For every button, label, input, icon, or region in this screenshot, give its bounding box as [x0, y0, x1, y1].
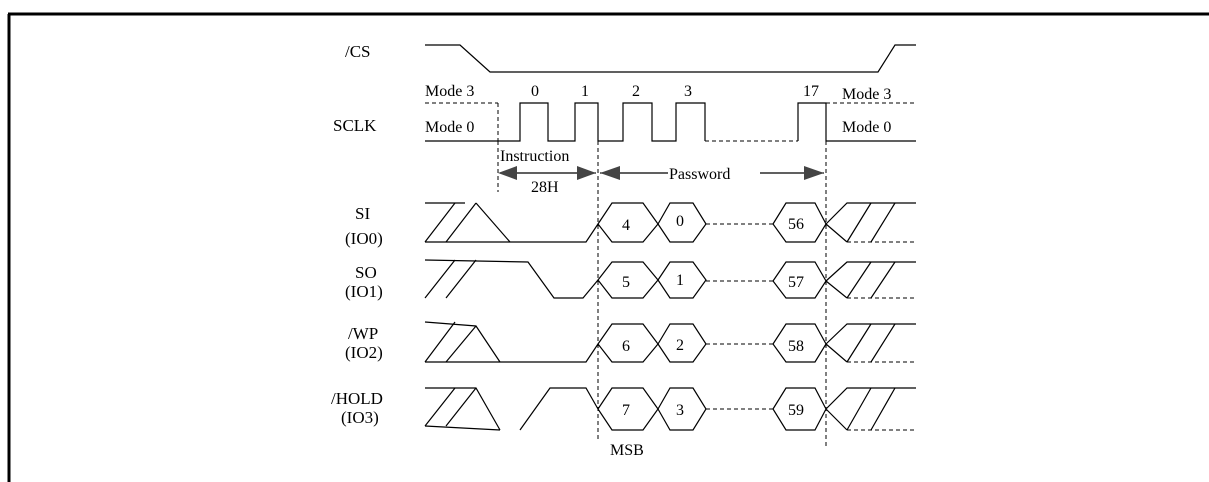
cs-label: /CS [345, 42, 371, 61]
hold-label: /HOLD [331, 389, 383, 408]
hold-bit: 7 [622, 402, 630, 419]
page-frame [7, 12, 1209, 482]
clock-number: 3 [684, 83, 692, 100]
hold-waveform [424, 387, 916, 431]
mode-right-bottom: Mode 0 [842, 119, 891, 136]
password-label: Password [669, 166, 730, 183]
phase-markers [497, 141, 827, 446]
mode-left-bottom: Mode 0 [425, 119, 474, 136]
clock-number: 2 [632, 83, 640, 100]
wp-bit: 58 [788, 338, 804, 355]
clock-number: 17 [803, 83, 819, 100]
instruction-arrow [498, 166, 596, 180]
so-bit: 5 [622, 274, 630, 291]
wp-waveform [424, 321, 916, 363]
wp-io-label: (IO2) [345, 343, 383, 362]
si-bit: 0 [676, 213, 684, 230]
so-bit: 57 [788, 274, 804, 291]
msb-label: MSB [610, 442, 644, 459]
si-bit: 4 [622, 217, 630, 234]
si-label: SI [355, 204, 370, 223]
mode-left-top: Mode 3 [425, 83, 474, 100]
so-bit: 1 [676, 272, 684, 289]
so-label: SO [355, 263, 377, 282]
cs-waveform [425, 44, 916, 73]
clock-number: 1 [581, 83, 589, 100]
so-io-label: (IO1) [345, 282, 383, 301]
wp-bit: 2 [676, 337, 684, 354]
hold-io-label: (IO3) [341, 408, 379, 427]
clock-number: 0 [531, 83, 539, 100]
sclk-label: SCLK [333, 116, 377, 135]
mode-right-top: Mode 3 [842, 86, 891, 103]
wp-bit: 6 [622, 338, 630, 355]
instruction-label: Instruction [500, 148, 569, 165]
hold-bit: 3 [676, 402, 684, 419]
wp-label: /WP [348, 324, 378, 343]
hold-bit: 59 [788, 402, 804, 419]
so-waveform [424, 259, 916, 299]
password-arrow [600, 166, 824, 180]
si-io-label: (IO0) [345, 229, 383, 248]
si-waveform [424, 202, 916, 243]
si-bit: 56 [788, 216, 804, 233]
instruction-code: 28H [531, 179, 559, 196]
